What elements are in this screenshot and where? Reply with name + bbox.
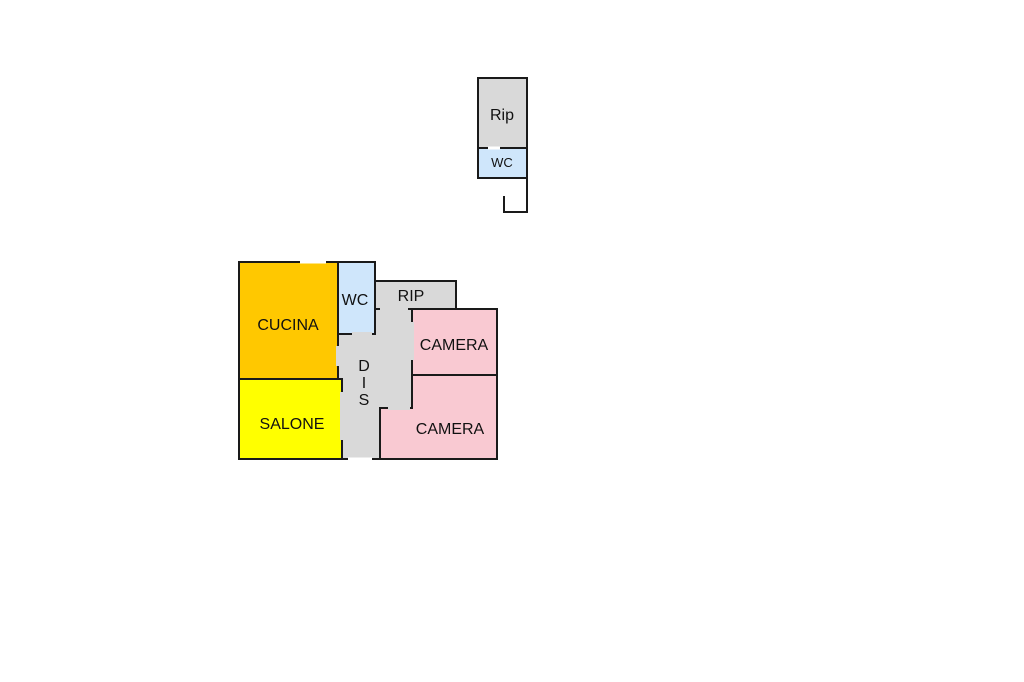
hall-label-letter-3: S xyxy=(359,392,370,409)
upper-storage-room xyxy=(477,77,528,149)
bedroom-1-label: CAMERA xyxy=(420,337,489,354)
hall-label-letter-2: I xyxy=(362,375,366,392)
hall-label-letter-1: D xyxy=(358,358,370,375)
bath-room xyxy=(337,261,376,335)
living-label: SALONE xyxy=(260,416,325,433)
upper-storage-label: Rip xyxy=(490,107,514,124)
main-unit: CUCINA SALONE WC RIP CAMERA CAMERA D I S xyxy=(238,260,498,461)
living-room xyxy=(238,378,343,460)
kitchen-label: CUCINA xyxy=(257,317,319,334)
kitchen-room xyxy=(238,261,339,380)
upper-stair-wall xyxy=(503,178,528,213)
bath-label: WC xyxy=(342,292,369,309)
storage-room xyxy=(374,280,457,310)
bedroom-2-room xyxy=(379,374,498,460)
upper-bath-room xyxy=(477,147,528,179)
bedroom-2-label: CAMERA xyxy=(416,421,485,438)
upper-unit: Rip WC xyxy=(477,77,528,213)
storage-label: RIP xyxy=(398,288,425,305)
upper-bath-label: WC xyxy=(491,155,513,170)
